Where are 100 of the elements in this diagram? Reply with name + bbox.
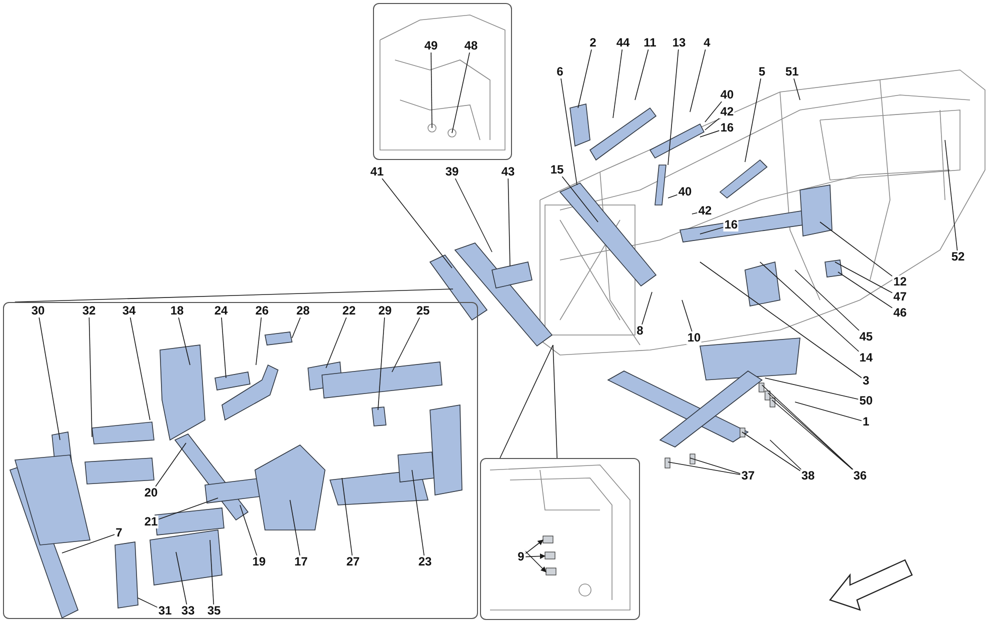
callout-number: 37	[740, 470, 756, 482]
callout-number: 30	[30, 304, 46, 318]
callout-number: 32	[81, 304, 97, 318]
leader-line	[256, 317, 262, 366]
leader-line	[612, 49, 623, 118]
leader-line	[62, 534, 116, 554]
callout-number: 27	[345, 556, 361, 568]
callout-number: 52	[950, 250, 966, 264]
callout-number: 16	[719, 122, 735, 134]
callout-number: 10	[686, 332, 702, 344]
callout-number: 18	[169, 304, 185, 318]
callout-number: 45	[858, 330, 874, 344]
callout-number: 28	[295, 304, 311, 318]
leader-line	[578, 49, 592, 108]
leader-line	[700, 130, 720, 138]
leader-line	[700, 226, 724, 234]
callout-number: 17	[293, 556, 309, 568]
callout-number: 7	[114, 526, 124, 540]
leader-line	[138, 598, 158, 608]
callout-number: 39	[444, 166, 460, 178]
leader-line	[210, 540, 214, 605]
inset-frame	[373, 3, 512, 160]
callout-number: 9	[516, 550, 526, 564]
callout-number: 35	[206, 604, 222, 618]
callout-number: 5	[758, 66, 766, 78]
leader-arrow	[524, 553, 546, 559]
leader-line	[88, 317, 92, 438]
callout-number: 23	[417, 556, 433, 568]
leader-line	[704, 118, 720, 130]
leader-line	[382, 178, 452, 268]
leader-line	[764, 378, 859, 400]
callout-number: 15	[549, 164, 565, 176]
callout-number: 3	[862, 374, 870, 388]
callout-number: 49	[423, 40, 439, 52]
callout-number: 33	[180, 604, 196, 618]
callout-number: 19	[251, 556, 267, 568]
leader-line	[342, 478, 353, 556]
leader-line	[412, 470, 424, 556]
inset-frame	[480, 458, 640, 620]
callout-number: 16	[723, 218, 739, 232]
leader-line	[326, 317, 347, 368]
callout-number: 22	[341, 304, 357, 318]
leader-line	[704, 101, 722, 122]
leader-line	[944, 140, 958, 251]
callout-number: 42	[697, 204, 713, 218]
leader-line	[668, 49, 679, 166]
leader-line	[642, 292, 652, 325]
leader-line	[452, 52, 470, 134]
callout-number: 38	[800, 470, 816, 482]
leader-line	[552, 344, 558, 458]
leader-line	[742, 432, 801, 472]
leader-line	[562, 176, 598, 222]
leader-line	[668, 462, 741, 476]
callout-number: 46	[892, 306, 908, 320]
callout-number: 12	[892, 276, 908, 288]
leader-line	[760, 262, 860, 352]
leader-line	[292, 317, 301, 338]
callout-number: 4	[702, 36, 712, 50]
leader-line	[454, 178, 492, 252]
callout-number: 26	[254, 304, 270, 318]
leader-line	[560, 78, 578, 186]
leader-line	[290, 500, 300, 556]
callout-number: 8	[636, 324, 644, 338]
callout-number: 50	[858, 394, 874, 408]
leader-line	[838, 272, 893, 308]
leader-line	[794, 402, 862, 422]
leader-line	[130, 317, 150, 420]
leader-line	[668, 194, 678, 198]
callout-number: 11	[642, 36, 658, 50]
callout-number: 36	[852, 470, 868, 482]
callout-number: 48	[463, 40, 479, 52]
callout-number: 1	[862, 416, 870, 428]
callout-number: 40	[677, 186, 693, 198]
leader-line	[794, 270, 860, 331]
leader-line	[770, 440, 802, 470]
callout-number: 40	[719, 88, 735, 102]
leader-line	[38, 317, 60, 440]
callout-number: 29	[377, 304, 393, 318]
callout-number: 20	[143, 486, 159, 500]
callout-number: 43	[500, 166, 516, 178]
callout-number: 24	[213, 304, 229, 318]
leader-line	[690, 49, 706, 112]
leader-line	[221, 317, 226, 378]
callout-number: 6	[556, 66, 564, 78]
leader-line	[155, 442, 186, 487]
leader-line	[430, 52, 432, 128]
leader-line	[500, 344, 554, 458]
leader-line	[682, 300, 692, 332]
leader-line	[700, 262, 862, 378]
leader-line	[692, 212, 698, 214]
leader-line	[508, 178, 510, 266]
leader-line	[378, 317, 385, 410]
callout-number: 44	[615, 36, 631, 50]
leader-line	[820, 222, 893, 277]
leader-line	[176, 552, 188, 605]
callout-number: 34	[121, 304, 137, 318]
leader-arrow	[524, 540, 544, 554]
leader-line	[178, 317, 190, 366]
callout-number: 2	[588, 36, 598, 50]
leader-line	[240, 504, 258, 556]
